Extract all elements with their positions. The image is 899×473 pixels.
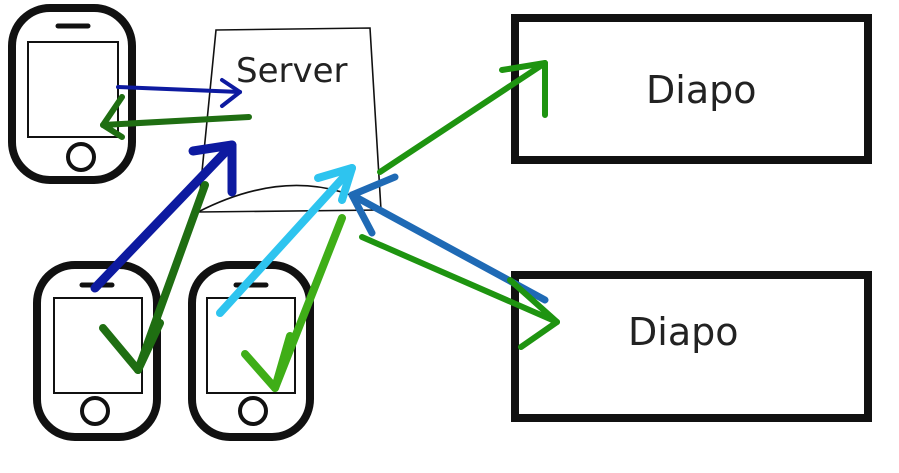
arrow-phone1-to-server xyxy=(116,78,242,108)
diapo-frame xyxy=(511,271,872,422)
phone-top-left xyxy=(8,4,136,184)
server-node: Server xyxy=(197,27,382,213)
phone-bottom-left xyxy=(33,261,161,441)
phone-home-button xyxy=(238,396,268,426)
diapo-label: Diapo xyxy=(628,310,738,354)
arrow-phone3-to-server xyxy=(216,164,356,317)
diapo-display-bottom: Diapo xyxy=(511,271,872,422)
arrow-server-to-diapo-bottom xyxy=(359,234,560,350)
arrow-server-to-phone3 xyxy=(241,214,346,392)
phone-screen xyxy=(53,297,143,394)
arrow-phone2-to-server xyxy=(90,140,237,293)
diapo-display-top: Diapo xyxy=(511,14,872,164)
diapo-frame xyxy=(511,14,872,164)
arrow-server-to-diapo-top xyxy=(377,60,548,175)
arrow-server-to-phone2 xyxy=(99,181,209,374)
diapo-label: Diapo xyxy=(646,68,756,112)
server-label: Server xyxy=(236,51,348,91)
phone-home-button xyxy=(80,396,110,426)
arrow-server-to-phone1 xyxy=(100,94,252,140)
phone-home-button xyxy=(66,142,96,172)
